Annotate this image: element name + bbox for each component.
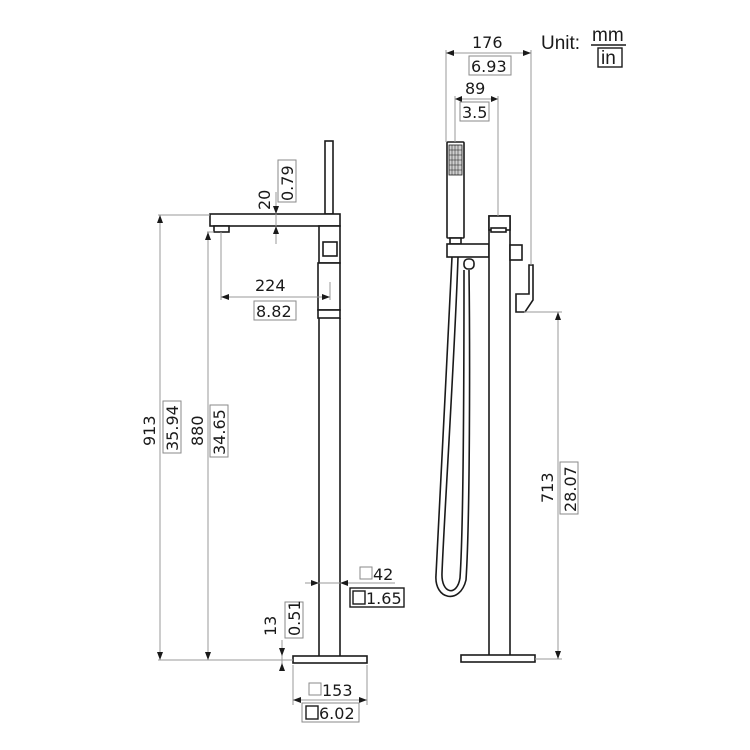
unit-legend: Unit: mm in bbox=[541, 25, 626, 69]
dim-outlet-height-in: 34.65 bbox=[210, 409, 229, 455]
front-aerator bbox=[213, 225, 230, 233]
handshower-holder bbox=[446, 243, 490, 258]
square-symbol bbox=[352, 590, 366, 605]
dim-spout-reach-in: 8.82 bbox=[256, 302, 292, 321]
dim-base-square-in: 6.02 bbox=[319, 704, 355, 723]
dim-spout-thickness-mm: 20 bbox=[255, 190, 274, 210]
dim-handshower-offset-in: 3.5 bbox=[462, 103, 487, 122]
lever-handle bbox=[515, 264, 534, 313]
square-symbol bbox=[308, 682, 322, 696]
dim-column-square-in: 1.65 bbox=[366, 589, 402, 608]
front-body-mid bbox=[317, 262, 341, 311]
front-spout-arm bbox=[209, 213, 341, 227]
side-base-plate bbox=[460, 654, 536, 663]
dim-base-square-mm: 153 bbox=[322, 681, 353, 700]
side-body-column bbox=[488, 215, 511, 657]
front-body-ring bbox=[317, 309, 341, 319]
unit-secondary-in: in bbox=[601, 48, 616, 69]
dim-spout-reach-mm: 224 bbox=[255, 276, 286, 295]
square-symbol bbox=[359, 566, 373, 580]
hose bbox=[435, 256, 471, 598]
unit-label: Unit: bbox=[541, 33, 580, 54]
dim-handle-height-in: 28.07 bbox=[561, 466, 580, 512]
unit-secondary-box bbox=[597, 47, 623, 68]
front-handshower-rod bbox=[324, 140, 334, 215]
dim-base-thickness-in: 0.51 bbox=[285, 600, 304, 636]
dim-column-square-mm: 42 bbox=[373, 565, 393, 584]
front-base-plate bbox=[292, 655, 368, 664]
dim-overall-height-in: 35.94 bbox=[163, 405, 182, 451]
dim-spout-thickness-in: 0.79 bbox=[278, 165, 297, 201]
side-view: 176 6.93 89 3.5 713 28.07 bbox=[435, 33, 580, 663]
dim-base-thickness-mm: 13 bbox=[261, 616, 280, 636]
dim-outlet-height-mm: 880 bbox=[188, 415, 207, 446]
dim-total-depth-in: 6.93 bbox=[471, 57, 507, 76]
handshower-connector bbox=[449, 237, 462, 245]
square-symbol bbox=[305, 705, 319, 720]
side-mixer-knob bbox=[509, 244, 523, 261]
dim-handshower-offset-mm: 89 bbox=[465, 79, 485, 98]
front-mixer-knob bbox=[322, 241, 338, 257]
dim-total-depth-mm: 176 bbox=[472, 33, 503, 52]
dim-overall-height-mm: 913 bbox=[140, 415, 159, 446]
dim-handle-height-mm: 713 bbox=[538, 472, 557, 503]
unit-primary-mm: mm bbox=[592, 25, 624, 46]
hose-nut bbox=[463, 258, 475, 270]
front-view: 20 0.79 224 8.82 913 35.94 880 34.65 bbox=[140, 140, 405, 723]
